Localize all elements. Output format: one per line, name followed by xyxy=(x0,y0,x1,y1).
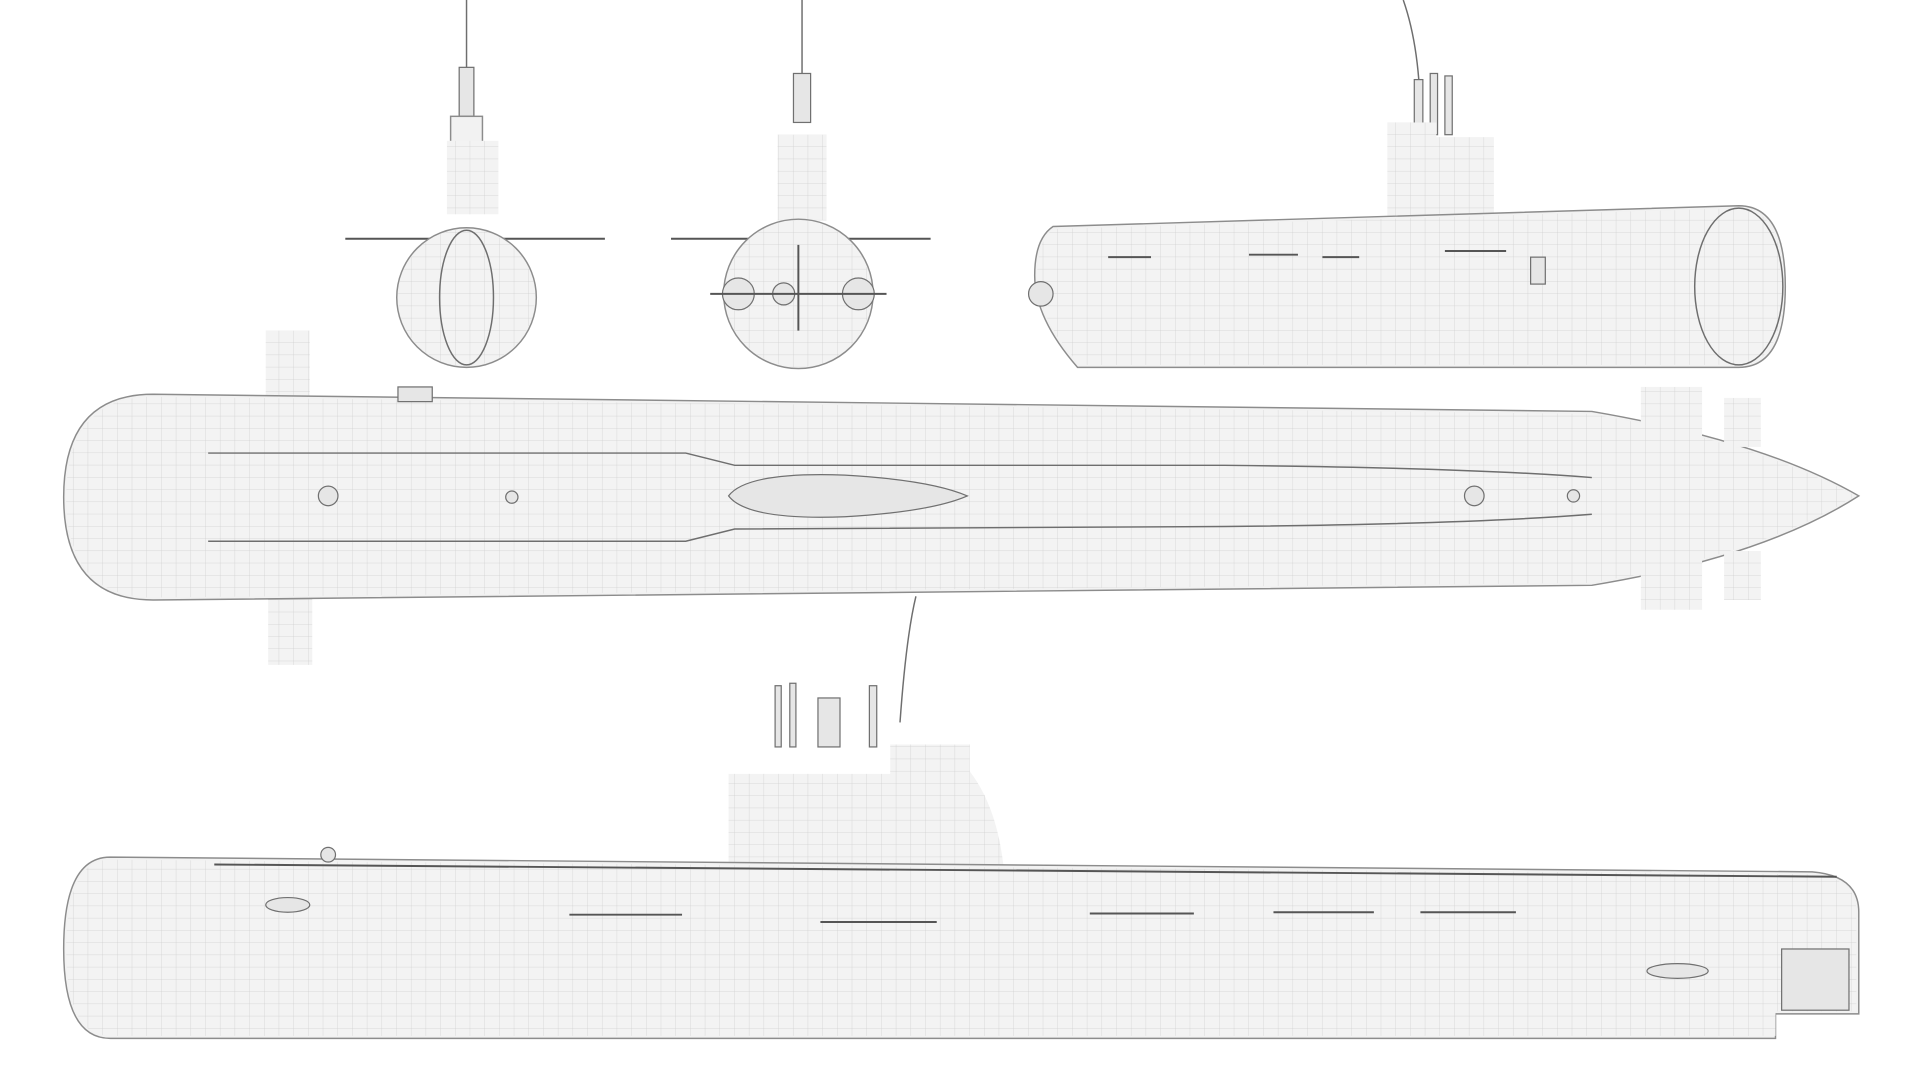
top-view xyxy=(62,330,1861,665)
rear-view-stern xyxy=(671,0,931,370)
front-view-bow xyxy=(345,0,605,369)
perspective-view xyxy=(1027,0,1787,369)
side-view xyxy=(62,596,1860,1040)
